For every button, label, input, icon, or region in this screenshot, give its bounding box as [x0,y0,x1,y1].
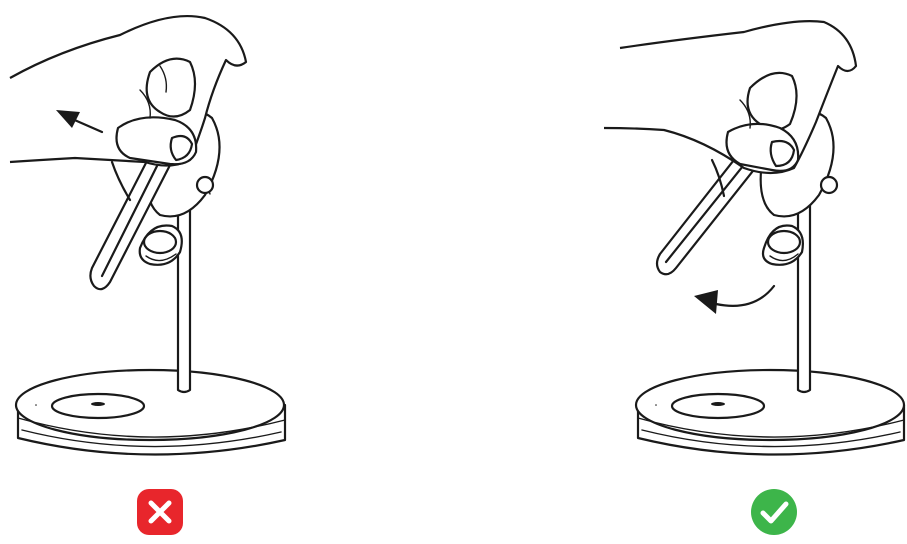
stand-pole [796,198,812,394]
charger-base [14,368,287,456]
hand [603,20,858,198]
check-mark-icon [750,488,798,536]
earbud-holder [138,224,183,266]
x-mark-icon [136,488,184,536]
panel-incorrect-method [0,0,453,544]
earbud-holder [761,224,804,266]
curved-arrow-icon [694,284,776,314]
hand [9,15,248,202]
charger-base [634,368,906,456]
panel-correct-method [454,0,907,544]
stand-pole [176,198,192,394]
straight-arrow-icon [56,110,104,134]
charging-pad [670,392,766,420]
illustration-incorrect [9,15,287,456]
charging-pad [50,392,146,420]
illustration-correct [603,20,906,456]
